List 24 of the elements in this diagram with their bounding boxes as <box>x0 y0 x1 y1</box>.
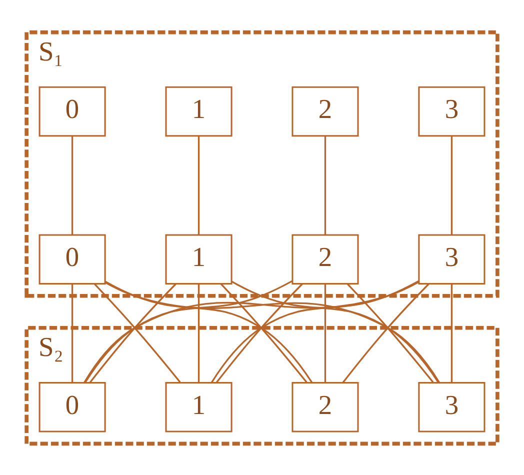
node-box: 2 <box>292 86 359 136</box>
node-box: 2 <box>292 382 359 432</box>
node-box: 3 <box>418 382 486 432</box>
connector <box>210 280 419 382</box>
connector <box>198 136 200 234</box>
node-box: 0 <box>38 234 106 284</box>
node-box: 1 <box>165 86 232 136</box>
connector <box>71 284 74 382</box>
connector <box>71 136 74 234</box>
node-box: 3 <box>418 86 486 136</box>
connector <box>324 136 326 234</box>
connector <box>198 284 200 382</box>
node-box: 0 <box>38 86 106 136</box>
connector <box>84 280 293 382</box>
connector <box>104 280 313 382</box>
node-box: 0 <box>38 382 106 432</box>
node-box: 1 <box>165 234 232 284</box>
connector <box>450 136 453 234</box>
connector <box>450 284 453 382</box>
node-box: 3 <box>418 234 486 284</box>
connector <box>324 284 326 382</box>
connector <box>231 280 440 382</box>
node-box: 2 <box>292 234 359 284</box>
node-box: 1 <box>165 382 232 432</box>
